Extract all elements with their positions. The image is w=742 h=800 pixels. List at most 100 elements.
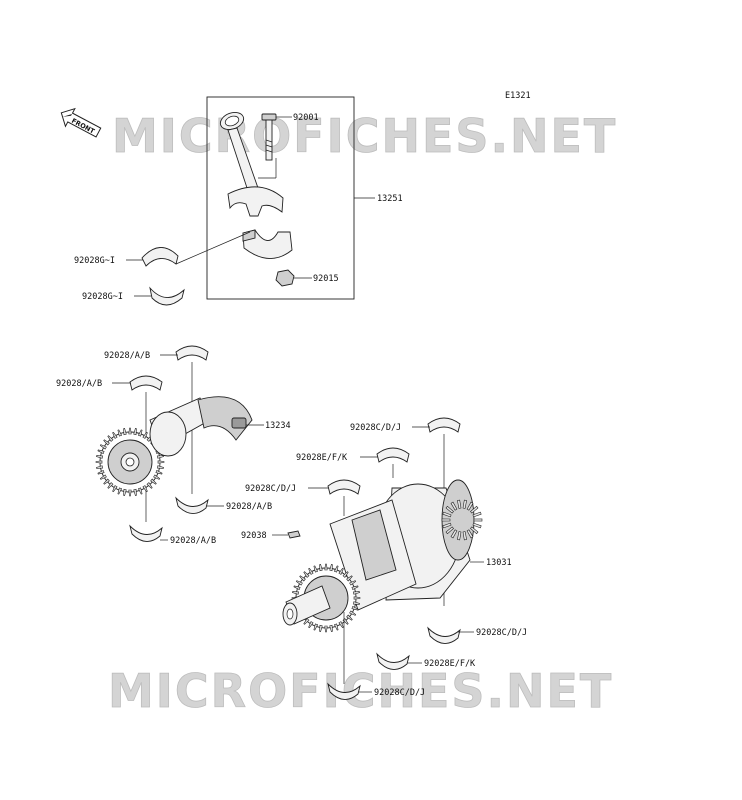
gear-tooth bbox=[441, 518, 451, 522]
gear-tooth bbox=[333, 565, 339, 573]
label-92028ab-4: 92028/A/B bbox=[170, 536, 216, 546]
gear-tooth bbox=[123, 428, 127, 436]
gear-tooth bbox=[295, 580, 303, 586]
gear-tooth bbox=[146, 482, 153, 489]
label-92028efk-2: 92028E/F/K bbox=[424, 659, 476, 669]
gear-tooth bbox=[96, 465, 104, 469]
label-13234: 13234 bbox=[265, 421, 291, 431]
watermark-bottom: MICROFICHES.NET bbox=[108, 664, 613, 718]
conrod-nut bbox=[275, 269, 295, 287]
gear-tooth bbox=[313, 623, 319, 631]
gear-tooth bbox=[353, 596, 361, 600]
gear-tooth bbox=[303, 571, 310, 578]
gear-tooth bbox=[445, 526, 454, 535]
gear-tooth bbox=[319, 564, 323, 572]
gear-tooth bbox=[133, 488, 137, 496]
gear-tooth bbox=[97, 469, 105, 475]
balancer-bearing-1 bbox=[175, 345, 209, 361]
watermark-top: MICROFICHES.NET bbox=[112, 109, 617, 163]
gear-tooth bbox=[472, 522, 482, 529]
diagram-code: E1321 bbox=[505, 91, 531, 101]
gear-tooth bbox=[319, 624, 323, 632]
gear-tooth bbox=[133, 428, 137, 436]
gear-tooth bbox=[457, 531, 462, 541]
conrod-bearing-lower bbox=[149, 286, 185, 306]
gear-tooth bbox=[470, 526, 479, 535]
gear-tooth bbox=[137, 429, 143, 437]
gear-tooth bbox=[123, 488, 127, 496]
gear-tooth bbox=[292, 591, 300, 595]
gear-tooth bbox=[450, 501, 458, 511]
label-92028ab-2: 92028/A/B bbox=[56, 379, 102, 389]
label-92028cdj-3: 92028C/D/J bbox=[476, 628, 527, 638]
gear-tooth bbox=[157, 460, 165, 464]
crank-bearing-1 bbox=[427, 417, 461, 433]
label-13251: 13251 bbox=[377, 194, 403, 204]
gear-tooth bbox=[338, 621, 344, 629]
label-92028efk-1: 92028E/F/K bbox=[296, 453, 348, 463]
gear-tooth bbox=[95, 460, 103, 464]
crank-key bbox=[287, 530, 301, 539]
gear-tooth bbox=[155, 469, 163, 475]
gear-tooth bbox=[329, 624, 333, 632]
gear-tooth bbox=[128, 427, 132, 435]
crank-bearing-4 bbox=[427, 626, 461, 644]
gear-tooth bbox=[324, 625, 328, 633]
gear-tooth bbox=[299, 575, 306, 582]
gear-tooth bbox=[156, 455, 164, 459]
label-92028cdj-2: 92028C/D/J bbox=[245, 484, 296, 494]
crankshaft bbox=[282, 479, 483, 633]
gear-tooth bbox=[308, 621, 314, 629]
gear-tooth bbox=[117, 487, 123, 495]
conrod-bolt bbox=[261, 113, 277, 161]
gear-tooth bbox=[349, 610, 357, 616]
gear-tooth bbox=[150, 478, 157, 485]
gear-tooth bbox=[112, 431, 118, 439]
gear-tooth bbox=[99, 474, 107, 480]
label-92038: 92038 bbox=[241, 531, 267, 541]
gear-tooth bbox=[103, 478, 110, 485]
gear-tooth bbox=[99, 444, 107, 450]
gear-tooth bbox=[442, 511, 452, 518]
gear-tooth bbox=[112, 485, 118, 493]
gear-tooth bbox=[303, 618, 310, 625]
gear-tooth bbox=[352, 601, 360, 605]
gear-tooth bbox=[462, 531, 467, 541]
crank-bearing-3 bbox=[327, 479, 361, 495]
gear-tooth bbox=[351, 605, 359, 611]
gear-tooth bbox=[470, 505, 479, 514]
label-13031: 13031 bbox=[486, 558, 512, 568]
gear-tooth bbox=[313, 565, 319, 573]
gear-tooth bbox=[156, 465, 164, 469]
crank-bearing-2 bbox=[376, 447, 410, 463]
label-92028gi-b: 92028G~I bbox=[82, 292, 123, 302]
gear-tooth bbox=[333, 623, 339, 631]
label-92028cdj-4: 92028C/D/J bbox=[374, 688, 425, 698]
gear-tooth bbox=[107, 435, 114, 442]
gear-tooth bbox=[445, 505, 454, 514]
gear-tooth bbox=[349, 580, 357, 586]
gear-tooth bbox=[346, 575, 353, 582]
gear-tooth bbox=[462, 499, 467, 509]
gear-tooth bbox=[137, 487, 143, 495]
gear-tooth bbox=[466, 501, 474, 511]
gear-tooth bbox=[466, 529, 474, 539]
gear-tooth bbox=[472, 511, 482, 518]
rod-cap bbox=[242, 229, 293, 259]
gear-tooth bbox=[457, 499, 462, 509]
gear-tooth bbox=[107, 482, 114, 489]
gear-tooth bbox=[329, 564, 333, 572]
gear-tooth bbox=[96, 455, 104, 459]
label-92028ab-3: 92028/A/B bbox=[226, 502, 272, 512]
conrod-bearing-upper bbox=[141, 247, 179, 267]
gear-tooth bbox=[351, 585, 359, 591]
gear-tooth bbox=[346, 614, 353, 621]
label-92001: 92001 bbox=[293, 113, 319, 123]
gear-tooth bbox=[97, 449, 105, 455]
gear-tooth bbox=[142, 431, 148, 439]
gear-tooth bbox=[450, 529, 458, 539]
gear-tooth bbox=[293, 585, 301, 591]
gear-tooth bbox=[153, 474, 161, 480]
